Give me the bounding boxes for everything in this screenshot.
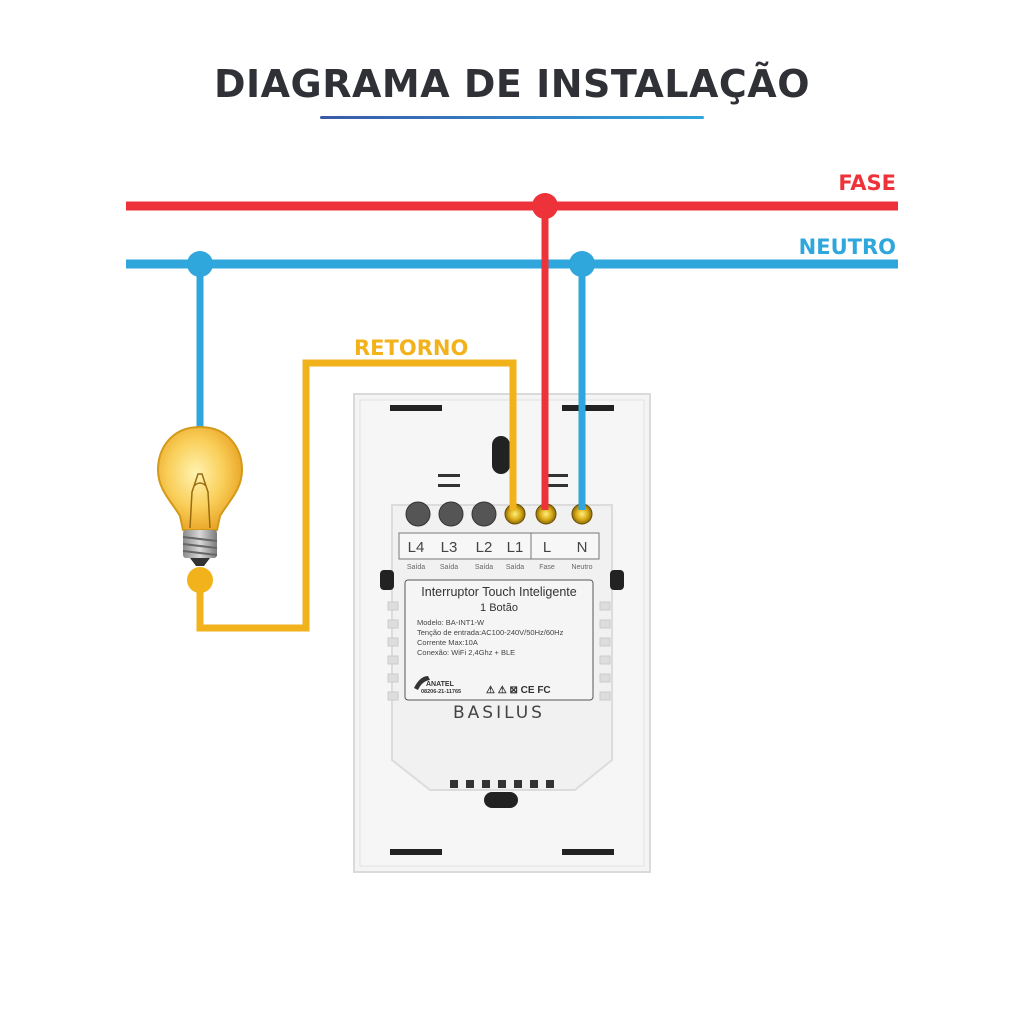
terminal-sub-l3: Saída bbox=[440, 564, 458, 571]
switch-device: L4 L3 L2 L1 L N Saída Saída Saída Saída … bbox=[353, 393, 651, 873]
terminal-label-l: L bbox=[543, 539, 551, 556]
side-notch-right bbox=[610, 570, 624, 590]
product-name: Interruptor Touch Inteligente bbox=[421, 585, 576, 599]
product-variant: 1 Botão bbox=[480, 602, 518, 614]
terminal-screws bbox=[405, 501, 593, 527]
bulb-filament bbox=[189, 473, 211, 529]
product-label bbox=[404, 579, 594, 701]
retorno-junction-dot bbox=[187, 567, 213, 593]
spec-voltage: Tenção de entrada:AC100-240V/50Hz/60Hz bbox=[417, 628, 564, 637]
terminal-labels: L4 L3 L2 L1 L N Saída Saída Saída Saída … bbox=[407, 539, 593, 571]
plate-dash-2 bbox=[438, 484, 460, 487]
spec-model: Modelo: BA-INT1-W bbox=[417, 618, 485, 627]
terminal-label-strip bbox=[398, 532, 600, 560]
neutro-junction-dot-lamp bbox=[187, 251, 213, 277]
light-bulb-icon bbox=[156, 425, 244, 566]
plate-clip-top-left bbox=[390, 405, 442, 411]
terminal-label-l1: L1 bbox=[507, 539, 524, 556]
terminal-sub-n: Neutro bbox=[571, 564, 592, 571]
vent-ridges-right bbox=[599, 601, 611, 701]
plate-clip-bottom-left bbox=[390, 849, 442, 855]
terminal-sub-l1: Saída bbox=[506, 564, 524, 571]
plate-clip-top-right bbox=[562, 405, 614, 411]
side-notch-left bbox=[380, 570, 394, 590]
title-underline bbox=[320, 116, 704, 119]
screw-l2 bbox=[471, 501, 497, 527]
bulb-glass bbox=[156, 425, 244, 531]
neutro-label: NEUTRO bbox=[799, 235, 896, 259]
terminal-label-l4: L4 bbox=[408, 539, 425, 556]
diagram-title: DIAGRAMA DE INSTALAÇÃO bbox=[213, 62, 811, 106]
spec-connection: Conexão: WiFi 2,4Ghz + BLE bbox=[417, 648, 515, 657]
certification-marks: ⚠ ⚠ ⊠ CE FC bbox=[486, 685, 551, 696]
bulb-tip bbox=[190, 558, 210, 566]
brand-logo: BASILUS bbox=[453, 703, 545, 723]
anatel-logo-icon: ANATEL 08206-21-11765 bbox=[414, 676, 461, 695]
fase-junction-dot bbox=[532, 193, 558, 219]
terminal-label-l3: L3 bbox=[441, 539, 458, 556]
retorno-wire bbox=[196, 359, 517, 632]
terminal-label-l2: L2 bbox=[476, 539, 493, 556]
screw-l4 bbox=[405, 501, 431, 527]
plate-dash-1 bbox=[438, 474, 460, 477]
plate-clip-bottom-right bbox=[562, 849, 614, 855]
fase-label: FASE bbox=[838, 171, 896, 195]
spec-current: Corrente Max:10A bbox=[417, 638, 478, 647]
screw-l3 bbox=[438, 501, 464, 527]
terminal-sub-l: Fase bbox=[539, 564, 555, 571]
terminal-label-n: N bbox=[577, 539, 588, 556]
neutro-junction-dot-switch bbox=[569, 251, 595, 277]
terminal-sub-l4: Saída bbox=[407, 564, 425, 571]
plate-slot-top bbox=[492, 436, 510, 474]
vent-bottom bbox=[450, 780, 554, 788]
retorno-label: RETORNO bbox=[354, 336, 468, 360]
anatel-name: ANATEL bbox=[426, 681, 455, 688]
plate-dash-4 bbox=[546, 484, 568, 487]
terminal-sub-l2: Saída bbox=[475, 564, 493, 571]
anatel-code: 08206-21-11765 bbox=[421, 689, 461, 695]
plate-slot-bottom bbox=[484, 792, 518, 808]
plate-dash-3 bbox=[546, 474, 568, 477]
vent-ridges-left bbox=[387, 601, 399, 701]
